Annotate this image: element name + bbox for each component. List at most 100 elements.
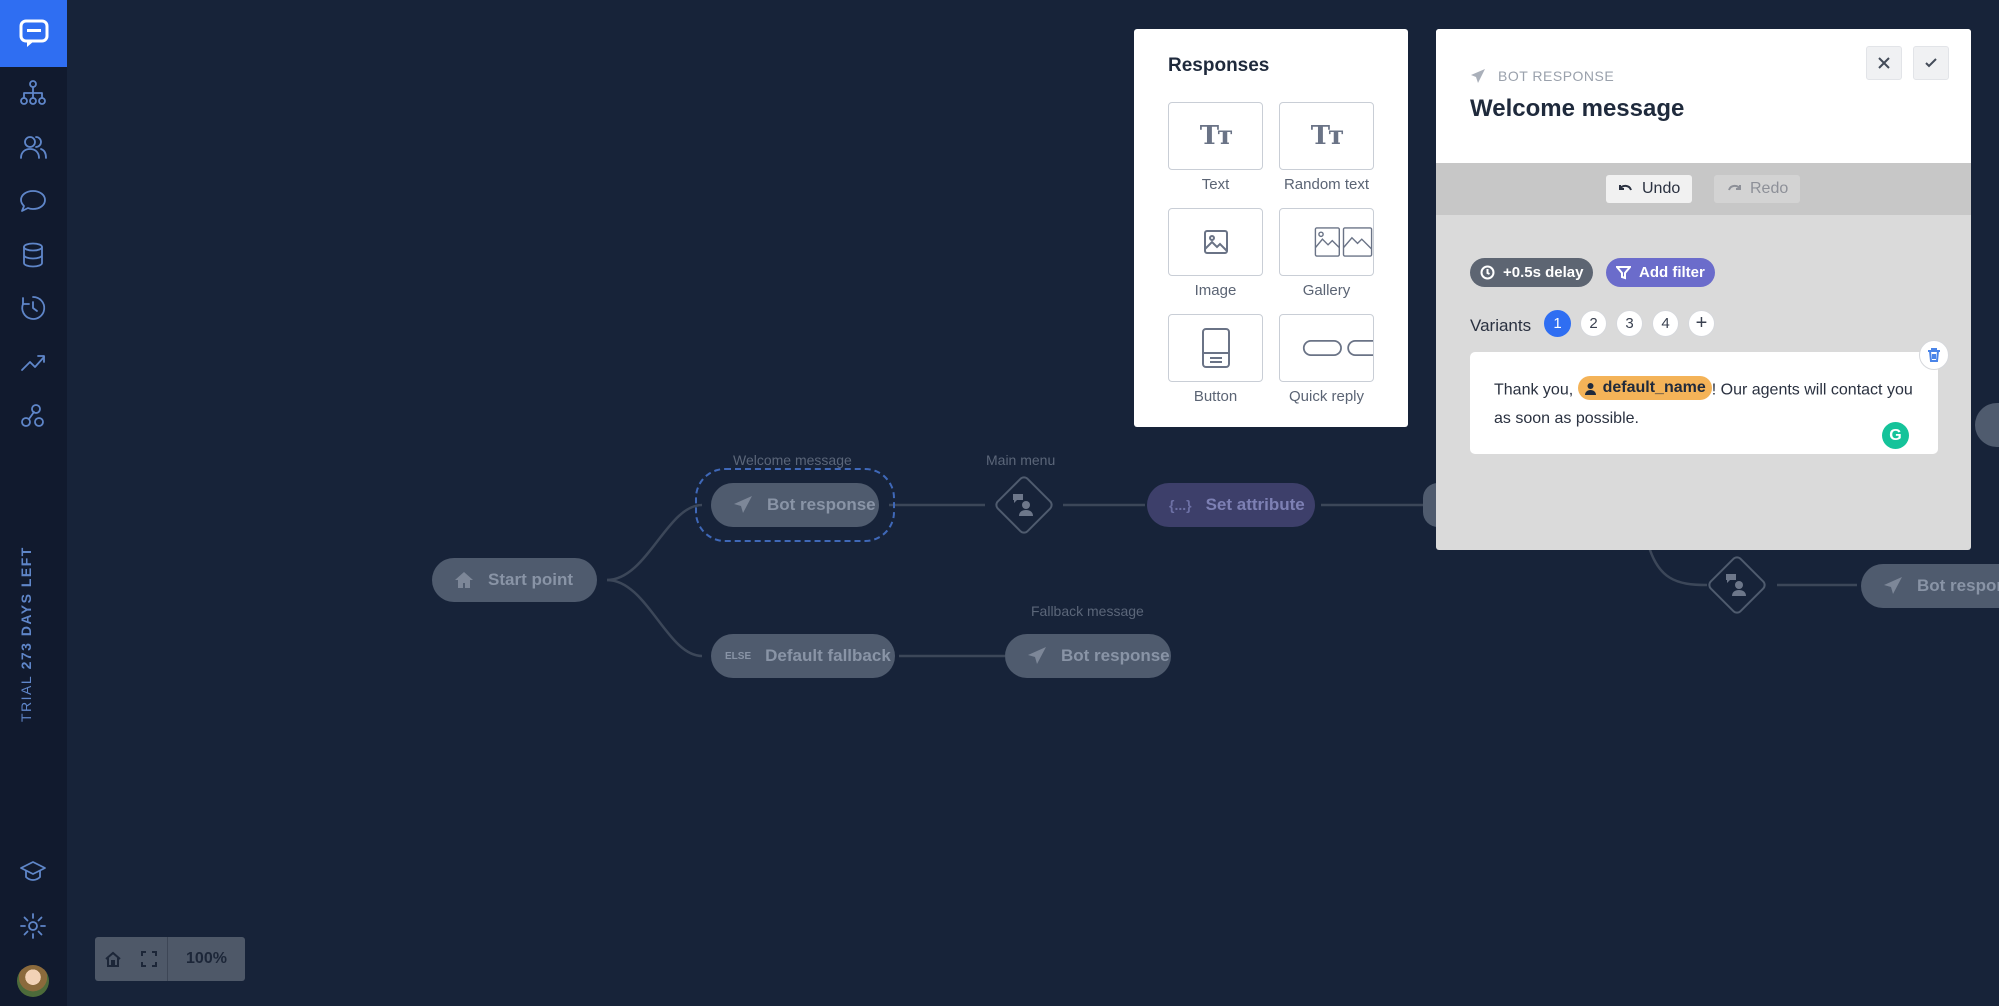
expand-icon (141, 951, 157, 967)
tile-box (1279, 314, 1374, 382)
node-label: Bot respons (1917, 576, 1999, 595)
node-label: Bot response (767, 495, 876, 514)
flow-canvas[interactable]: Start point Welcome message Bot response… (67, 0, 1999, 1006)
edge-start-welcome (606, 503, 703, 582)
send-icon (1471, 69, 1485, 83)
node-label: Default fallback (765, 646, 891, 665)
message-suffix: ! Our agents will contact you as soon as… (1494, 381, 1913, 427)
response-tile-image[interactable]: Image (1168, 208, 1263, 299)
nav-academy[interactable] (17, 856, 49, 888)
variant-tab-2[interactable]: 2 (1580, 310, 1607, 337)
node-label: Bot response (1061, 646, 1170, 665)
nav-stories[interactable] (17, 77, 49, 109)
fit-screen-button[interactable] (131, 937, 167, 981)
node-set-attribute[interactable]: {...} Set attribute (1147, 483, 1315, 527)
response-tile-button[interactable]: Button (1168, 314, 1263, 405)
variant-tab-1[interactable]: 1 (1544, 310, 1571, 337)
user-question-icon (1721, 569, 1753, 601)
nav-chats[interactable] (17, 185, 49, 217)
response-tile-quick-reply[interactable]: Quick reply (1279, 314, 1374, 405)
bot-response-panel: BOT RESPONSE Welcome message Undo Redo +… (1436, 29, 1971, 550)
button-icon (1201, 328, 1230, 368)
nav-history[interactable] (17, 292, 49, 324)
node-bot-response-right[interactable]: Bot respons (1861, 564, 1999, 608)
tile-box: Tт (1168, 102, 1263, 170)
send-icon (733, 495, 753, 515)
redo-icon (1728, 184, 1741, 191)
trash-icon (1928, 348, 1940, 362)
node-start-point[interactable]: Start point (432, 558, 597, 602)
zoom-control: 100% (95, 937, 245, 981)
tile-label: Image (1194, 282, 1237, 299)
redo-button[interactable]: Redo (1714, 175, 1801, 203)
confirm-button[interactable] (1913, 46, 1949, 80)
response-tile-random-text[interactable]: Tт Random text (1279, 102, 1374, 193)
chat-bubble-icon (19, 19, 48, 47)
edge-start-fallback (606, 578, 703, 658)
nav-database[interactable] (17, 239, 49, 271)
trial-days: 273 DAYS LEFT (18, 546, 34, 670)
delete-variant-button[interactable] (1919, 340, 1949, 370)
flow-connectors (606, 503, 1857, 658)
node-bot-response-welcome[interactable]: Bot response (711, 483, 879, 527)
trend-up-icon (21, 355, 45, 371)
variants-label: Variants (1470, 316, 1532, 335)
user-question-icon (1008, 489, 1040, 521)
home-view-button[interactable] (95, 937, 131, 981)
delay-label: +0.5s delay (1503, 264, 1584, 281)
variant-tab-4[interactable]: 4 (1652, 310, 1679, 337)
trial-prefix: TRIAL (18, 674, 34, 722)
user-avatar[interactable] (17, 965, 49, 997)
send-icon (1883, 576, 1903, 596)
attribute-name: default_name (1602, 379, 1706, 396)
undo-button[interactable]: Undo (1606, 175, 1693, 203)
users-icon (20, 136, 47, 159)
kicker-text: BOT RESPONSE (1498, 68, 1615, 84)
quick-reply-icon (1302, 340, 1373, 356)
response-tile-gallery[interactable]: Gallery (1279, 208, 1374, 299)
database-icon (23, 242, 43, 268)
tile-label: Text (1201, 176, 1230, 193)
speech-bubble-icon (20, 190, 46, 212)
tile-box (1279, 208, 1374, 276)
grammarly-icon[interactable]: G (1882, 422, 1909, 449)
text-icon: Tт (1199, 121, 1233, 151)
message-editor[interactable]: Thank you, default_name! Our agents will… (1470, 352, 1938, 454)
selection-outline (695, 468, 895, 542)
gear-icon (20, 913, 46, 939)
undo-label: Undo (1642, 180, 1681, 197)
zoom-level[interactable]: 100% (167, 937, 245, 981)
node-bot-response-fallback[interactable]: Bot response (1005, 634, 1171, 678)
filter-label: Add filter (1639, 264, 1705, 281)
variant-tab-3[interactable]: 3 (1616, 310, 1643, 337)
close-button[interactable] (1866, 46, 1902, 80)
send-icon (1027, 646, 1047, 666)
history-clock-icon (21, 296, 46, 320)
node-default-fallback[interactable]: ELSE Default fallback (711, 634, 895, 678)
responses-panel: Responses Tт Text Tт Random text Image G… (1134, 29, 1408, 427)
random-text-icon: Tт (1310, 121, 1344, 151)
home-icon (454, 570, 474, 590)
nav-analytics[interactable] (17, 346, 49, 378)
message-prefix: Thank you, (1494, 381, 1578, 399)
response-tile-text[interactable]: Tт Text (1168, 102, 1263, 193)
panel-title[interactable]: Welcome message (1470, 95, 1685, 122)
home-icon (105, 951, 121, 967)
image-icon (1203, 230, 1228, 254)
filter-icon (1616, 266, 1631, 280)
nav-settings[interactable] (17, 910, 49, 942)
add-filter-button[interactable]: Add filter (1606, 258, 1715, 287)
undo-icon (1619, 184, 1632, 191)
tile-label: Random text (1283, 176, 1370, 193)
sidebar: TRIAL 273 DAYS LEFT (0, 0, 67, 1006)
panel-kicker: BOT RESPONSE (1470, 68, 1614, 84)
node-caption-welcome: Welcome message (733, 452, 852, 468)
edit-toolbar: Undo Redo (1436, 163, 1971, 215)
app-logo[interactable] (0, 0, 67, 67)
nav-integrations[interactable] (17, 400, 49, 432)
nav-users[interactable] (17, 131, 49, 163)
tile-label: Quick reply (1288, 388, 1365, 405)
add-variant-button[interactable]: + (1688, 310, 1715, 337)
delay-chip[interactable]: +0.5s delay (1470, 258, 1594, 287)
attribute-tag[interactable]: default_name (1577, 376, 1712, 400)
